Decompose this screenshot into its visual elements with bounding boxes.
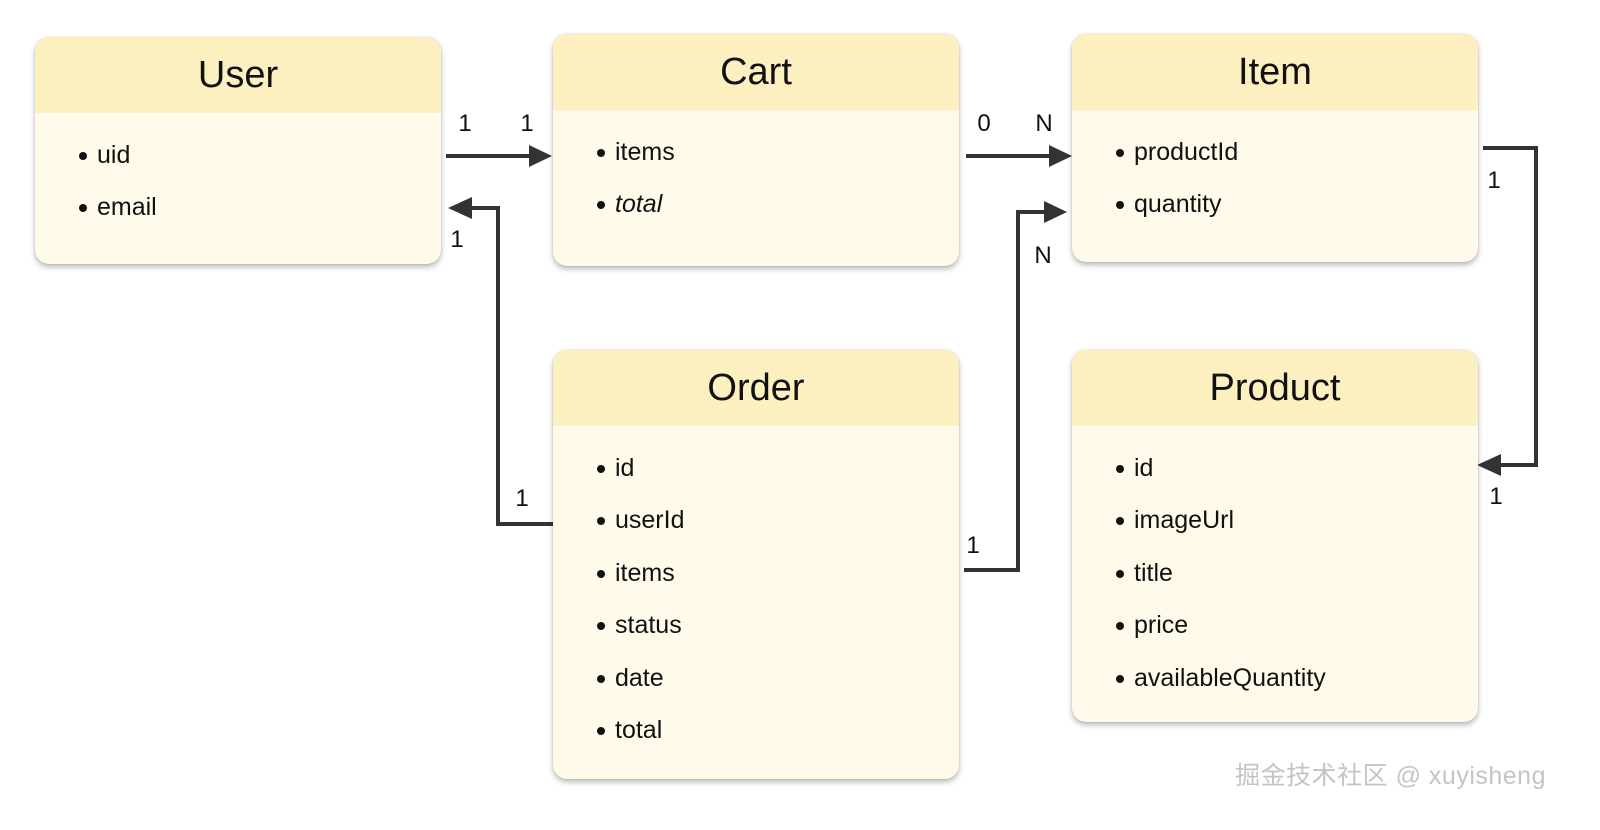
- entity-user-fields: uid email: [35, 113, 441, 240]
- field-uid: uid: [79, 135, 441, 187]
- field-quantity: quantity: [1116, 184, 1478, 236]
- entity-order-title: Order: [553, 350, 959, 426]
- arrowhead-user: [448, 197, 472, 219]
- entity-item-fields: productId quantity: [1072, 110, 1478, 237]
- watermark: 掘金技术社区 @ xuyisheng: [1235, 762, 1546, 790]
- user-cart-to-cardinality: 1: [520, 110, 533, 137]
- order-item-from-cardinality: 1: [966, 532, 979, 559]
- order-item-to-cardinality: N: [1034, 242, 1051, 269]
- field-items: items: [597, 132, 959, 184]
- field-available-quantity: availableQuantity: [1116, 658, 1478, 710]
- entity-cart-fields: items total: [553, 110, 959, 237]
- entity-product-title: Product: [1072, 350, 1478, 426]
- field-status: status: [597, 605, 959, 657]
- field-user-id: userId: [597, 500, 959, 552]
- entity-product-fields: id imageUrl title price availableQuantit…: [1072, 426, 1478, 710]
- field-items: items: [597, 553, 959, 605]
- order-user-from-cardinality: 1: [515, 485, 528, 512]
- entity-user-title: User: [35, 37, 441, 113]
- cart-item-to-cardinality: N: [1035, 110, 1052, 137]
- field-total: total: [597, 710, 959, 762]
- connector-order-item: [964, 210, 1045, 572]
- entity-order: Order id userId items status date total: [553, 350, 959, 779]
- field-product-id: productId: [1116, 132, 1478, 184]
- entity-order-fields: id userId items status date total: [553, 426, 959, 762]
- arrowhead-item-from-cart: [1049, 145, 1072, 167]
- field-id: id: [597, 448, 959, 500]
- entity-user: User uid email: [35, 37, 441, 264]
- item-product-to-cardinality: 1: [1489, 483, 1502, 510]
- entity-product: Product id imageUrl title price availabl…: [1072, 350, 1478, 722]
- arrowhead-cart: [529, 145, 552, 167]
- connector-order-user: [471, 206, 553, 526]
- field-price: price: [1116, 605, 1478, 657]
- arrowhead-product: [1477, 454, 1501, 476]
- order-user-to-cardinality: 1: [450, 226, 463, 253]
- entity-cart-title: Cart: [553, 34, 959, 110]
- entity-item: Item productId quantity: [1072, 34, 1478, 262]
- field-date: date: [597, 658, 959, 710]
- connector-item-product: [1483, 146, 1538, 467]
- field-total: total: [597, 184, 959, 236]
- user-cart-from-cardinality: 1: [458, 110, 471, 137]
- field-id: id: [1116, 448, 1478, 500]
- entity-item-title: Item: [1072, 34, 1478, 110]
- field-image-url: imageUrl: [1116, 500, 1478, 552]
- entity-cart: Cart items total: [553, 34, 959, 266]
- cart-item-from-cardinality: 0: [977, 110, 990, 137]
- field-title: title: [1116, 553, 1478, 605]
- arrowhead-item-from-order: [1044, 201, 1067, 223]
- item-product-from-cardinality: 1: [1487, 167, 1500, 194]
- field-email: email: [79, 187, 441, 239]
